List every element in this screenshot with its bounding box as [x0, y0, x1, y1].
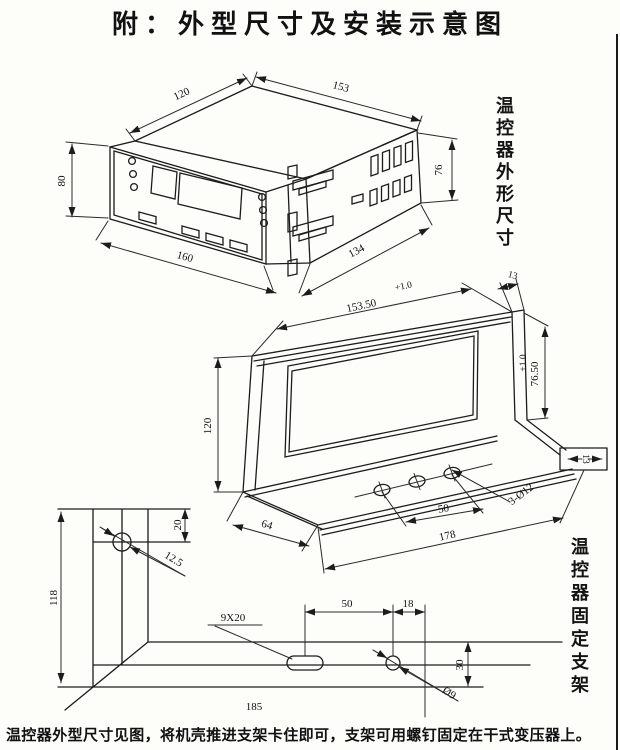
dim-bracket-top-flange: 13: [507, 270, 519, 282]
dim-bracket-left-height: 120: [202, 417, 214, 434]
flat-slot: [286, 655, 324, 671]
flat-outline: [57, 508, 563, 711]
flat-top-hole: [112, 532, 132, 552]
dim-bracket-base-length: 178: [438, 528, 457, 543]
dim-flat-length: 185: [246, 701, 263, 713]
dim-flat-arm-width: 30: [454, 659, 466, 671]
bottom-caption: 温控器外型尺寸见图，将机壳推进支架卡住即可，支架可用螺钉固定在干式变压器上。: [6, 726, 592, 744]
dim-bracket-opening-height: 76.50: [529, 361, 541, 386]
dim-bracket-opening-width-tol: +1.0: [394, 280, 413, 293]
dim-device-top-left: 120: [172, 85, 192, 103]
device-front-panel: [127, 156, 269, 253]
side-label-fixing-bracket: 温控器固定支架: [568, 537, 589, 698]
bracket-flat-drawing: 118 20 12.5 9X20 50 18 30 185 Ø9: [48, 508, 563, 718]
dim-flat-end-offset: 18: [403, 598, 415, 610]
dim-bracket-hole-pitch: 50: [437, 502, 450, 516]
dim-device-right: 76: [433, 164, 445, 176]
panel-window-small: [150, 165, 178, 200]
dim-flat-pitch: 50: [342, 598, 354, 610]
dim-device-left: 80: [56, 175, 68, 187]
bracket-base-holes: [354, 463, 493, 499]
dim-flat-top-hole-offset: 20: [172, 519, 184, 531]
dim-bracket-base-depth: 64: [260, 518, 275, 533]
dim-bracket-opening-width: 153.50: [345, 297, 378, 315]
device-dimension-lines: [65, 71, 459, 297]
flat-end-hole: [385, 655, 401, 671]
side-label-outline-dims: 温控器外形尺寸: [493, 96, 514, 250]
bracket-dimension-lines: [213, 278, 603, 574]
dim-bracket-opening-height-tol: +1.0: [519, 354, 529, 371]
page-title: 附：外型尺寸及安装示意图: [111, 10, 508, 40]
dim-device-top-right: 153: [331, 79, 351, 95]
dim-device-bottom-right: 134: [346, 242, 367, 261]
scan-edge-line: [616, 34, 618, 750]
flat-dimension-lines: [57, 508, 472, 718]
dim-flat-slot: 9X20: [221, 612, 246, 624]
dim-device-bottom-left: 160: [175, 249, 195, 265]
bracket-perspective-drawing: 153.50 +1.0 13 76.50 +1.0 120 64 50 178 …: [202, 270, 608, 574]
dim-flat-top-hole-dia: 12.5: [162, 549, 185, 569]
device-outline-drawing: 120 153 80 76 160 134: [56, 71, 459, 297]
dim-bracket-side-flange: 13: [580, 454, 590, 464]
panel-display-window: [177, 172, 243, 220]
dim-flat-height: 118: [48, 589, 60, 606]
